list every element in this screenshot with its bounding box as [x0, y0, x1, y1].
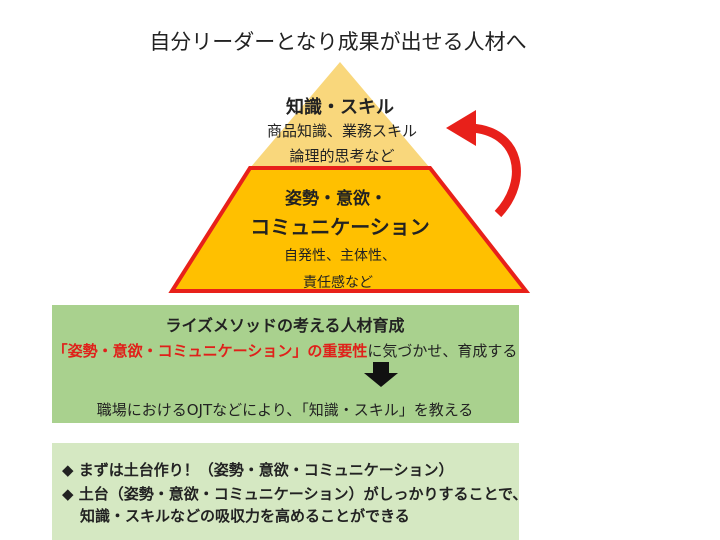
diamond-bullet-icon: ◆ — [62, 461, 74, 479]
key-point: ◆ 土台（姿勢・意欲・コミュニケーション）がしっかりすることで、 — [62, 483, 527, 504]
diamond-bullet-icon: ◆ — [62, 485, 74, 503]
base-layer-heading1: 姿勢・意欲・ — [285, 189, 387, 209]
pyramid-diagram — [168, 62, 531, 293]
pyramid-base-layer — [168, 166, 531, 293]
down-arrow-icon — [364, 362, 398, 387]
method-box-title: ライズメソッドの考える人材育成 — [165, 316, 405, 335]
method-box-statement: 「姿勢・意欲・コミュニケーション」の重要性に気づかせ、育成する — [53, 340, 518, 361]
slide-title: 自分リーダーとなり成果が出せる人材へ — [149, 30, 527, 54]
curved-arrow-icon — [446, 110, 521, 218]
top-layer-line1: 商品知識、業務スキル — [266, 122, 418, 140]
pyramid-top-layer — [250, 62, 430, 168]
statement-rest: に気づかせ、育成する — [367, 342, 518, 360]
base-layer-heading2: コミュニケーション — [250, 215, 430, 239]
key-point: ◆ まずは土台作り！（姿勢・意欲・コミュニケーション） — [62, 459, 453, 480]
base-layer-line2: 責任感など — [303, 275, 373, 291]
base-layer-line1: 自発性、主体性、 — [284, 248, 396, 264]
method-box-result: 職場におけるOJTなどにより、「知識・スキル」を教える — [96, 401, 474, 419]
key-point-text: 土台（姿勢・意欲・コミュニケーション）がしっかりすることで、 — [78, 485, 528, 503]
key-points-box: ◆ まずは土台作り！（姿勢・意欲・コミュニケーション） ◆ 土台（姿勢・意欲・コ… — [52, 443, 527, 540]
top-layer-line2: 論理的思考など — [289, 147, 395, 165]
method-box: ライズメソッドの考える人材育成 「姿勢・意欲・コミュニケーション」の重要性に気づ… — [52, 305, 519, 423]
top-layer-heading: 知識・スキル — [286, 97, 394, 118]
highlight-text: 「姿勢・意欲・コミュニケーション」の重要性 — [52, 342, 368, 360]
key-point-continuation: 知識・スキルなどの吸収力を高めることができる — [80, 507, 410, 525]
key-point-text: まずは土台作り！（姿勢・意欲・コミュニケーション） — [78, 461, 454, 479]
